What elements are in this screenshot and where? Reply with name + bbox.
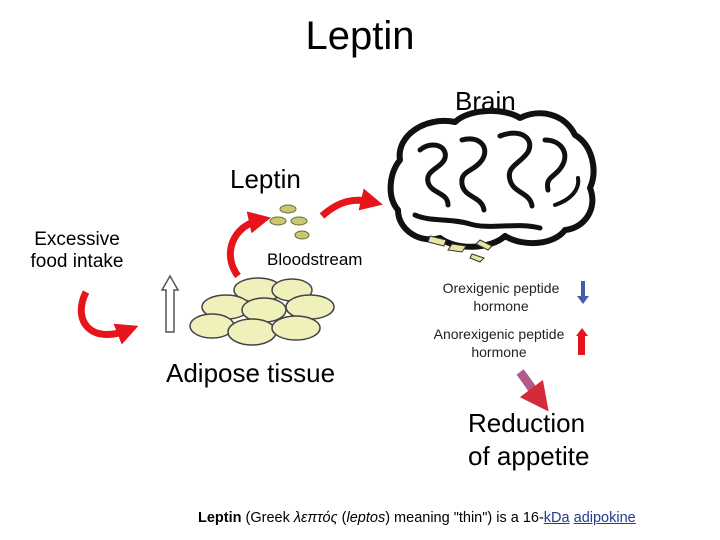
anorexigenic-label: Anorexigenic peptide hormone (414, 325, 584, 361)
leptin-molecules-icon (269, 204, 310, 240)
orexigenic-line-2: hormone (473, 298, 529, 314)
bloodstream-label: Bloodstream (267, 250, 363, 269)
adipose-cells-icon (189, 277, 335, 346)
increase-arrow-icon (160, 274, 180, 333)
footer-greek: λεπτός (293, 510, 338, 526)
reduction-line-1: Reduction (468, 408, 586, 438)
footer-leptos: leptos (346, 510, 386, 526)
anorexigenic-line-1: Anorexigenic peptide (433, 326, 565, 342)
anorexigenic-increase-arrow (576, 328, 588, 355)
adipose-tissue-label: Adipose tissue (166, 358, 336, 388)
orexigenic-label: Orexigenic peptide hormone (420, 279, 582, 315)
orexigenic-decrease-arrow (577, 281, 589, 304)
footer-text-1: (Greek (241, 510, 294, 526)
food-to-adipose-arrow (77, 290, 139, 345)
excessive-line-2: food intake (30, 251, 124, 272)
kda-link[interactable]: kDa (543, 510, 570, 526)
anorexigenic-line-2: hormone (471, 344, 527, 360)
excessive-line-1: Excessive (34, 229, 120, 250)
reduction-line-2: of appetite (468, 441, 590, 471)
reduction-of-appetite-label: Reduction of appetite (468, 407, 589, 473)
leptin-label: Leptin (230, 164, 301, 194)
footer-leptin: Leptin (198, 510, 242, 526)
footer-caption: Leptin (Greek λεπτός (leptos) meaning "t… (198, 510, 636, 526)
hormone-signal-icons (427, 235, 493, 263)
leptin-to-brain-arrow (319, 188, 383, 219)
adipose-to-bloodstream-arrow (226, 211, 271, 279)
orexigenic-line-1: Orexigenic peptide (442, 280, 560, 296)
adipokine-link[interactable]: adipokine (573, 510, 636, 526)
footer-text-3: ) meaning "thin") is a 16- (385, 510, 544, 526)
excessive-food-intake-label: Excessive food intake (12, 229, 142, 273)
brain-icon (387, 107, 597, 250)
to-reduction-arrow (516, 369, 549, 412)
diagram-title: Leptin (305, 14, 415, 58)
footer-text-2: ( (337, 510, 347, 526)
